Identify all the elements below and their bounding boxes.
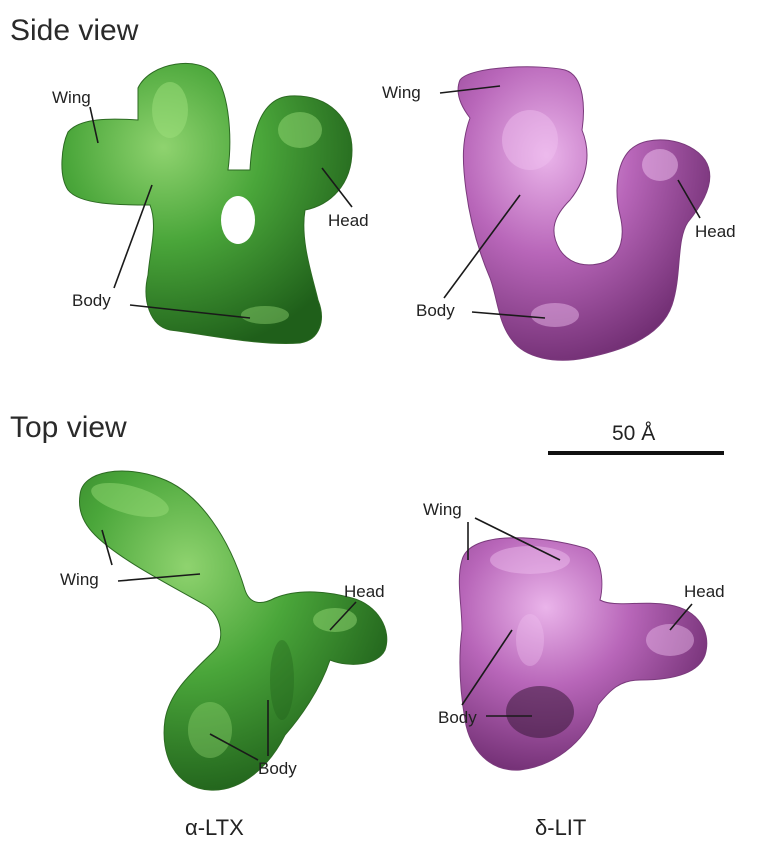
delta-side-wing-label: Wing: [382, 83, 421, 102]
delta-top-body-label: Body: [438, 708, 477, 727]
top-view-title: Top view: [10, 411, 127, 444]
scale-bar-label: 50 Å: [612, 422, 655, 445]
delta-top-head-label: Head: [684, 582, 725, 601]
alpha-ltx-caption: α-LTX: [185, 815, 244, 840]
delta-lit-side-model: [458, 67, 710, 360]
delta-side-head-label: Head: [695, 222, 736, 241]
alpha-side-wing-label: Wing: [52, 88, 91, 107]
alpha-top-body-label: Body: [258, 759, 297, 778]
alpha-ltx-top-model: [80, 471, 387, 790]
alpha-side-head-label: Head: [328, 211, 369, 230]
alpha-top-head-label: Head: [344, 582, 385, 601]
alpha-top-wing-label: Wing: [60, 570, 99, 589]
delta-side-body-label: Body: [416, 301, 455, 320]
side-view-title: Side view: [10, 14, 139, 47]
delta-lit-caption: δ-LIT: [535, 815, 586, 840]
alpha-side-body-label: Body: [72, 291, 111, 310]
delta-top-wing-label: Wing: [423, 500, 462, 519]
